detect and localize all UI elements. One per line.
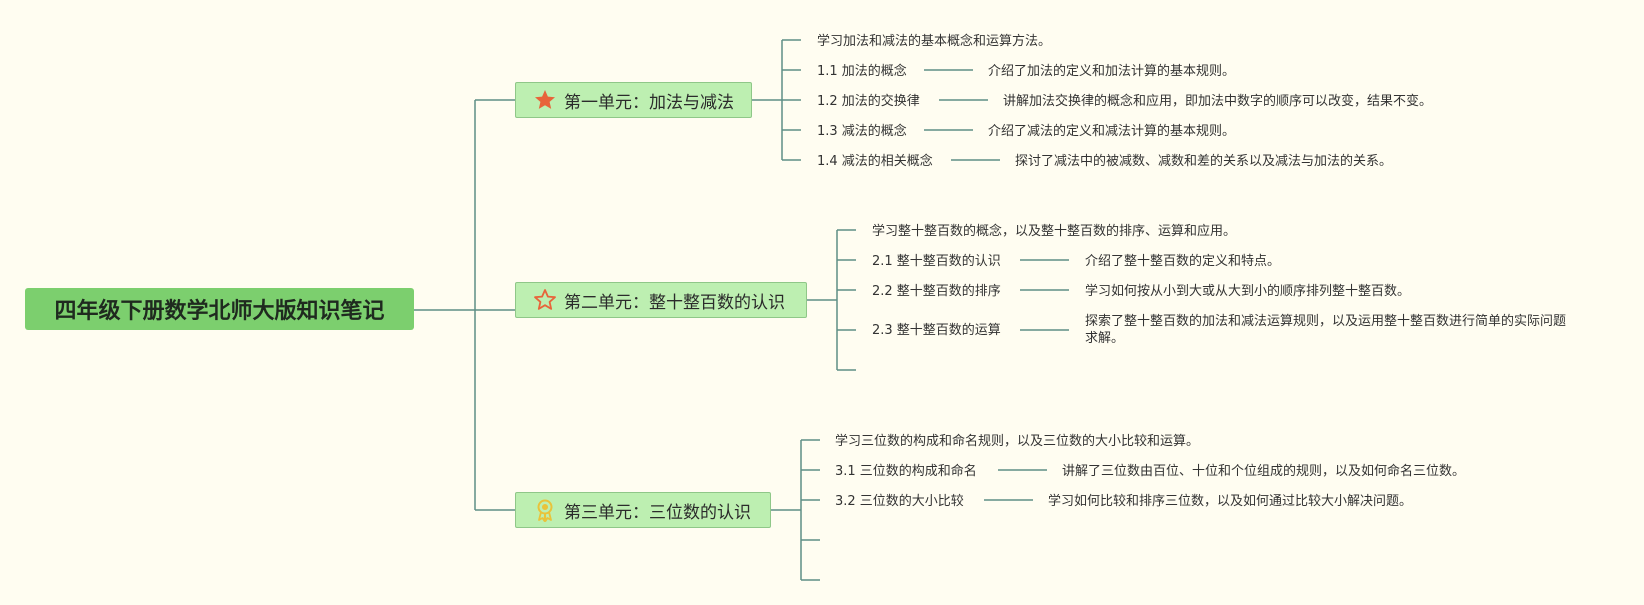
unit-1-item-4-desc: 探讨了减法中的被减数、减数和差的关系以及减法与加法的关系。 (1015, 154, 1393, 169)
unit-2-item-1-desc: 介绍了整十整百数的定义和特点。 (1085, 254, 1281, 269)
unit-1-intro: 学习加法和减法的基本概念和运算方法。 (817, 34, 1052, 49)
unit-2-node[interactable]: 第二单元：整十整百数的认识 (515, 282, 807, 318)
unit-1-item-1-desc: 介绍了加法的定义和加法计算的基本规则。 (988, 64, 1236, 79)
star-outline-icon (532, 287, 558, 313)
unit-1-title: 第一单元：加法与减法 (564, 92, 734, 113)
unit-2-item-3-label: 2.3 整十整百数的运算 (872, 323, 1001, 338)
unit-1-item-2-desc: 讲解加法交换律的概念和应用，即加法中数字的顺序可以改变，结果不变。 (1003, 94, 1433, 109)
unit-2-item-1-label: 2.1 整十整百数的认识 (872, 254, 1001, 269)
unit-3-item-2-label: 3.2 三位数的大小比较 (835, 494, 964, 509)
unit-3-node[interactable]: 第三单元：三位数的认识 (515, 492, 771, 528)
unit-1-node[interactable]: 第一单元：加法与减法 (515, 82, 752, 118)
unit-2-item-2-desc: 学习如何按从小到大或从大到小的顺序排列整十整百数。 (1085, 284, 1411, 299)
unit-2-title: 第二单元：整十整百数的认识 (564, 292, 785, 313)
unit-3-item-2-desc: 学习如何比较和排序三位数，以及如何通过比较大小解决问题。 (1048, 494, 1413, 509)
root-topic[interactable]: 四年级下册数学北师大版知识笔记 (25, 288, 414, 330)
root-title: 四年级下册数学北师大版知识笔记 (54, 299, 385, 324)
unit-1-item-2-label: 1.2 加法的交换律 (817, 94, 920, 109)
unit-3-item-1-desc: 讲解了三位数由百位、十位和个位组成的规则，以及如何命名三位数。 (1062, 464, 1466, 479)
star-filled-icon (532, 87, 558, 113)
unit-2-item-2-label: 2.2 整十整百数的排序 (872, 284, 1001, 299)
unit-1-item-1-label: 1.1 加法的概念 (817, 64, 907, 79)
award-ribbon-icon (532, 497, 558, 523)
unit-1-item-3-desc: 介绍了减法的定义和减法计算的基本规则。 (988, 124, 1236, 139)
unit-3-item-1-label: 3.1 三位数的构成和命名 (835, 464, 977, 479)
unit-3-title: 第三单元：三位数的认识 (564, 502, 751, 523)
unit-1-item-3-label: 1.3 减法的概念 (817, 124, 907, 139)
unit-2-intro: 学习整十整百数的概念，以及整十整百数的排序、运算和应用。 (872, 224, 1237, 239)
unit-2-item-3-desc: 探索了整十整百数的加法和减法运算规则，以及运用整十整百数进行简单的实际问题求解。 (1085, 314, 1567, 346)
unit-3-intro: 学习三位数的构成和命名规则，以及三位数的大小比较和运算。 (835, 434, 1200, 449)
unit-1-item-4-label: 1.4 减法的相关概念 (817, 154, 933, 169)
